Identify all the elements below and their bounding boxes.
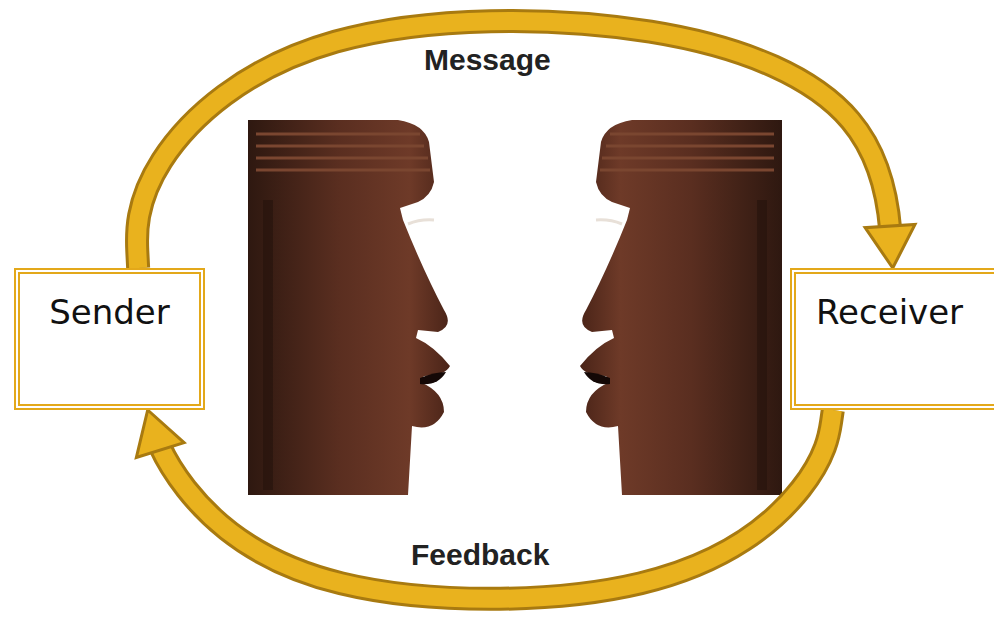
mask-eye: [408, 220, 434, 224]
arrow-head: [136, 410, 184, 458]
mask-head: [248, 120, 450, 495]
mask-band: [256, 134, 430, 170]
arrow-band: [137, 21, 893, 268]
arrow-band: [148, 410, 833, 599]
box-label: Receiver: [816, 292, 963, 333]
curved-arrow: [136, 410, 832, 599]
process-box: Receiver: [790, 268, 994, 410]
mask-shadow: [757, 200, 767, 490]
box-label: Sender: [49, 292, 170, 333]
arrow-head: [865, 225, 915, 268]
process-box: Sender: [14, 268, 205, 410]
mask-head: [580, 120, 782, 495]
curved-arrow: [137, 21, 915, 268]
edge-label: Feedback: [407, 537, 553, 573]
mask-shadow: [263, 200, 273, 490]
mask-eye: [596, 220, 622, 224]
mask-mouth: [420, 372, 446, 384]
mask-band: [600, 134, 774, 170]
mask-profile: [580, 120, 782, 495]
mask-profile: [248, 120, 450, 495]
edge-label: Message: [420, 42, 555, 78]
arrow-band-edge: [137, 21, 893, 268]
arrow-band-edge: [148, 410, 833, 599]
mask-mouth: [584, 372, 610, 384]
